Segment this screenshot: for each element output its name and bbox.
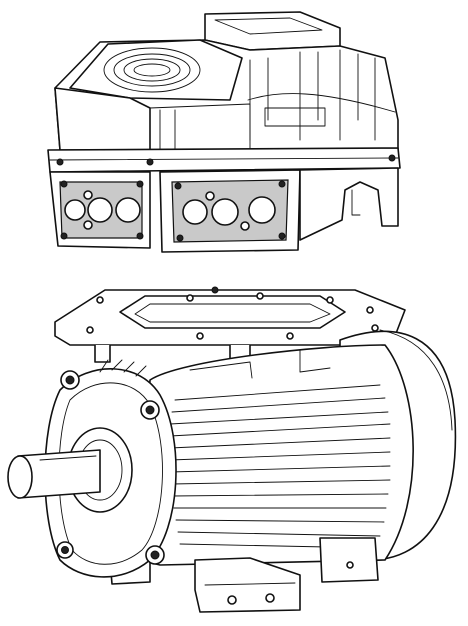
- drive-side-bracket: [299, 167, 399, 241]
- drive-unit: [47, 11, 401, 253]
- electric-motor: [7, 329, 457, 613]
- motor-frame: [139, 344, 414, 566]
- drive-base-plate: [47, 147, 401, 173]
- gland-plate-left: [49, 171, 151, 249]
- gland-plate-right: [159, 169, 301, 253]
- motor-shaft: [7, 449, 101, 499]
- drive-housing: [54, 39, 399, 151]
